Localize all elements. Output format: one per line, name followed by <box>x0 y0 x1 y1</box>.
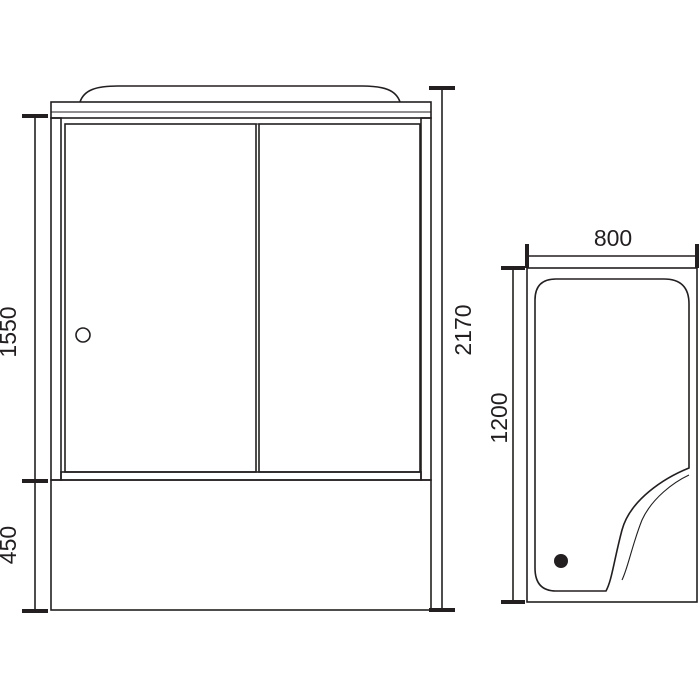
dim-label-2170: 2170 <box>450 304 476 355</box>
dim-label-450: 450 <box>0 526 21 564</box>
left-door-panel <box>64 123 257 473</box>
left-post <box>50 117 62 481</box>
tub-base <box>50 479 432 611</box>
bottom-track <box>60 471 422 481</box>
plan-view: 800 1200 <box>486 225 699 604</box>
door-handle <box>75 327 91 343</box>
front-view <box>50 85 432 611</box>
tray-seat-contour <box>621 474 690 581</box>
left-dimension-chain: 1550 450 <box>0 114 48 613</box>
top-frame <box>50 101 432 119</box>
dim-label-1550: 1550 <box>0 306 21 357</box>
total-height-dimension: 2170 <box>429 86 476 612</box>
tray-basin <box>534 278 690 592</box>
right-door-panel <box>258 123 421 473</box>
roof-dome <box>79 85 401 103</box>
right-post <box>420 117 432 481</box>
tray-outer <box>526 267 698 603</box>
dim-label-800: 800 <box>594 225 632 251</box>
dim-label-1200: 1200 <box>486 392 512 443</box>
drain-icon <box>554 554 568 568</box>
